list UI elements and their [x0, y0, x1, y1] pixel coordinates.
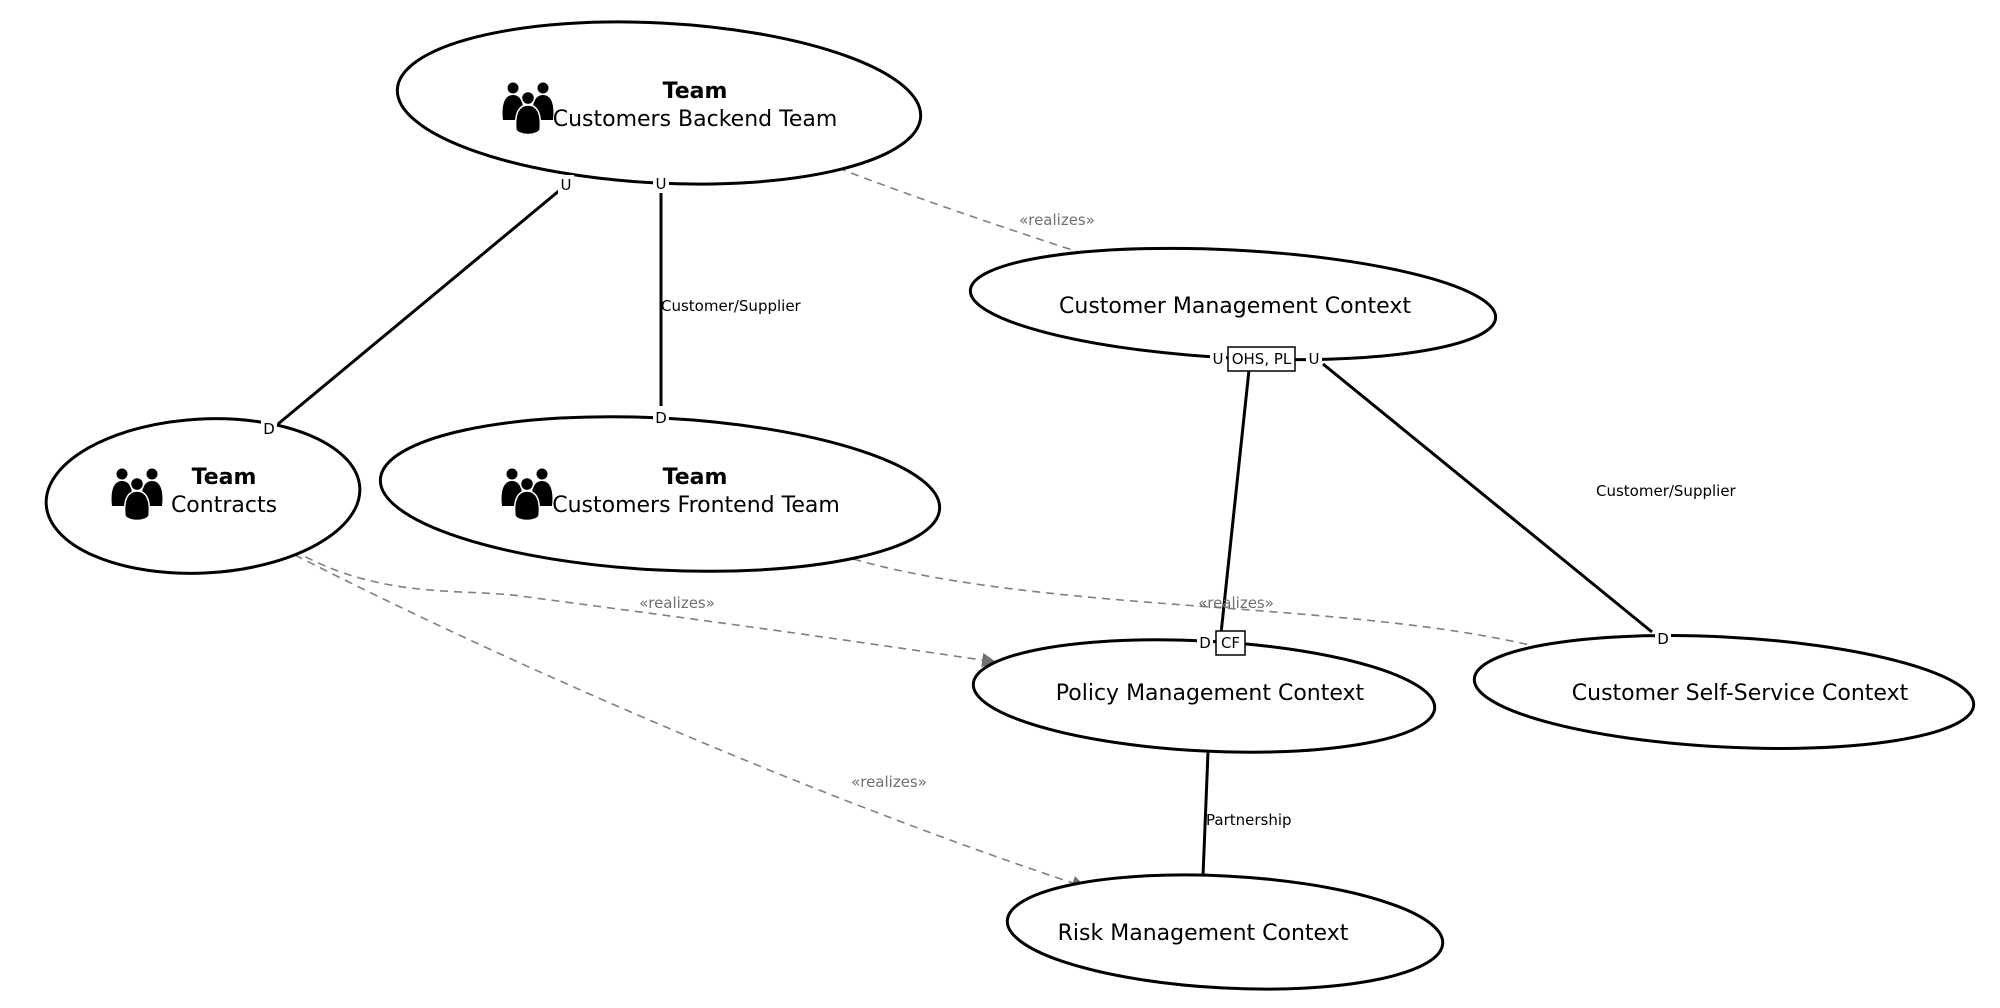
- relationship-type-label: Customer/Supplier: [661, 297, 802, 315]
- context-name-label: Customer Management Context: [1059, 294, 1411, 319]
- realizes-label: «realizes»: [1019, 211, 1095, 229]
- downstream-pattern-label: CF: [1221, 634, 1240, 652]
- upstream-role-label: U: [1309, 350, 1320, 368]
- relationship-edge-backend-contracts: [277, 188, 561, 426]
- realizes-label: «realizes»: [639, 594, 715, 612]
- context-node-policy-management[interactable]: Policy Management Context: [970, 629, 1437, 763]
- upstream-role-label: U: [656, 175, 667, 193]
- realizes-label: «realizes»: [1198, 594, 1274, 612]
- team-kind-label: Team: [192, 465, 257, 490]
- relationship-edge-policy-risk: [1201, 751, 1210, 877]
- downstream-role-label: D: [655, 409, 667, 427]
- team-node-customers-backend[interactable]: Team Customers Backend Team: [393, 9, 925, 196]
- context-name-label: Risk Management Context: [1058, 921, 1349, 946]
- downstream-role-label: D: [1657, 630, 1669, 648]
- relationship-labels: Customer/Supplier Customer/Supplier Part…: [661, 297, 1737, 829]
- context-node-risk-management[interactable]: Risk Management Context: [1004, 865, 1445, 1000]
- upstream-role-label: U: [561, 176, 572, 194]
- realizes-label: «realizes»: [851, 773, 927, 791]
- team-name-label: Customers Frontend Team: [552, 493, 840, 518]
- upstream-pattern-label: OHS, PL: [1232, 350, 1292, 368]
- downstream-role-label: D: [263, 420, 275, 438]
- downstream-role-label: D: [1199, 634, 1211, 652]
- realization-labels: «realizes» «realizes» «realizes» «realiz…: [639, 211, 1274, 791]
- realizes-edge-contracts-to-policy-management: [292, 549, 997, 668]
- role-labels: U D U D U OHS, PL D CF U D: [261, 174, 1671, 656]
- team-kind-label: Team: [663, 79, 728, 104]
- context-node-customer-management[interactable]: Customer Management Context: [968, 236, 1499, 371]
- team-node-customers-frontend[interactable]: Team Customers Frontend Team: [376, 403, 943, 584]
- team-kind-label: Team: [663, 465, 728, 490]
- relationship-edges: [277, 188, 1653, 877]
- relationship-edge-customer-management-self-service: [1322, 362, 1653, 634]
- upstream-pattern-box: [1227, 346, 1296, 372]
- context-name-label: Policy Management Context: [1056, 681, 1365, 706]
- relationship-edge-customer-management-policy: [1218, 369, 1251, 644]
- relationship-type-label: Partnership: [1206, 811, 1292, 829]
- context-node-customer-self-service[interactable]: Customer Self-Service Context: [1471, 624, 1976, 760]
- context-name-label: Customer Self-Service Context: [1572, 681, 1909, 706]
- upstream-role-label: U: [1213, 350, 1224, 368]
- realizes-edge-contracts-to-risk-management: [294, 554, 1087, 890]
- realizes-edge-frontend-to-self-service: [839, 554, 1567, 658]
- team-node-contracts[interactable]: Team Contracts: [42, 411, 364, 581]
- team-name-label: Contracts: [171, 493, 277, 518]
- team-name-label: Customers Backend Team: [553, 107, 838, 132]
- relationship-type-label: Customer/Supplier: [1596, 482, 1737, 500]
- downstream-pattern-box: [1215, 630, 1246, 656]
